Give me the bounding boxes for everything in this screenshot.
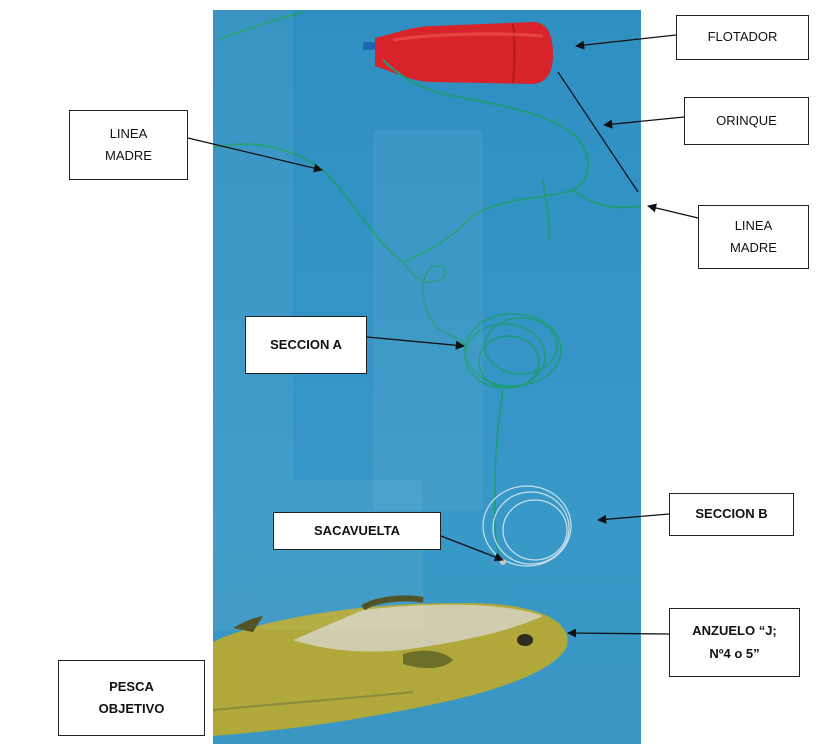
- label-seccion-b: SECCION B: [669, 493, 794, 536]
- label-sacavuelta: SACAVUELTA: [273, 512, 441, 550]
- arrow-linea-madre-right: [648, 206, 698, 218]
- arrow-anzuelo: [568, 633, 669, 634]
- label-anzuelo: ANZUELO “J; Nº4 o 5”: [669, 608, 800, 677]
- arrow-orinque: [604, 117, 684, 125]
- arrow-sacavuelta: [441, 536, 503, 560]
- label-linea-madre-left: LINEA MADRE: [69, 110, 188, 180]
- arrow-linea-madre-left: [188, 138, 322, 170]
- arrow-seccion-a: [367, 337, 464, 346]
- label-linea-madre-right: LINEA MADRE: [698, 205, 809, 269]
- arrow-seccion-b: [598, 514, 669, 520]
- label-orinque: ORINQUE: [684, 97, 809, 145]
- arrow-flotador: [576, 35, 676, 46]
- label-flotador: FLOTADOR: [676, 15, 809, 60]
- label-pesca-objetivo: PESCA OBJETIVO: [58, 660, 205, 736]
- label-seccion-a: SECCION A: [245, 316, 367, 374]
